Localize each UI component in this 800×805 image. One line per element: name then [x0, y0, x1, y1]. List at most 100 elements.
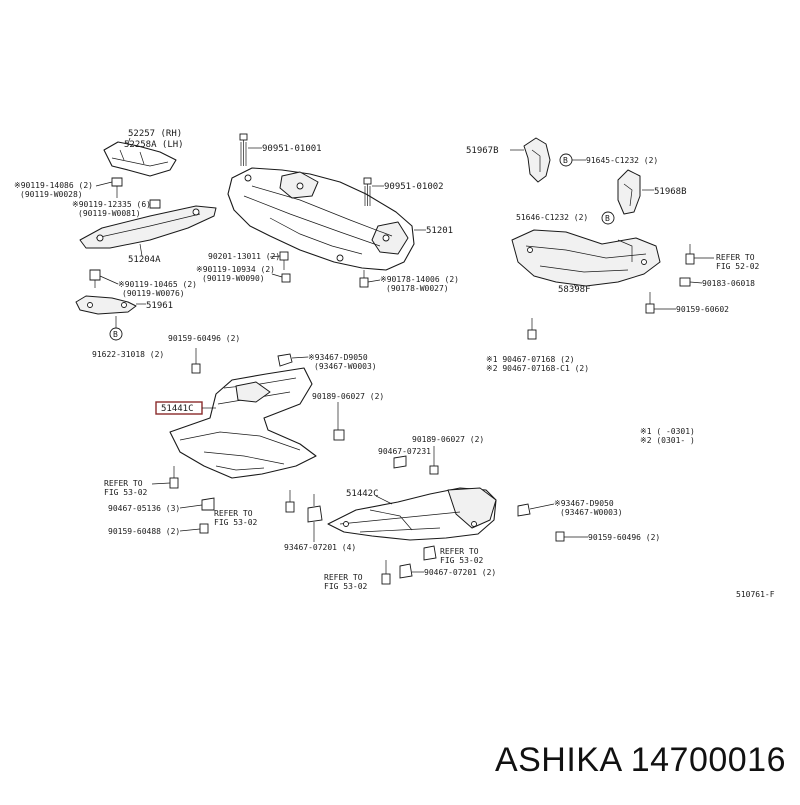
- label-51646: 51646-C1232 (2): [516, 213, 588, 222]
- bolt-star: [527, 318, 537, 340]
- label-90119-b2: (90119-W0081): [78, 209, 141, 218]
- label-90119-c2: (90119-W0090): [202, 274, 265, 283]
- label-90119-a2: (90119-W0028): [20, 190, 83, 199]
- clip-90467-c: [399, 563, 413, 579]
- label-51442c: 51442C: [346, 489, 379, 499]
- bolt-refer-5: [381, 560, 391, 585]
- plate-51961: [75, 295, 137, 315]
- legend-star1: ※1 ( -0301): [640, 427, 695, 436]
- label-91645: 91645-C1232 (2): [586, 156, 658, 165]
- label-90467-a: 90467-07231: [378, 447, 431, 456]
- label-93467-a1: ※93467-D9050: [308, 353, 368, 362]
- label-refer2a: REFER TO: [104, 479, 143, 488]
- label-90159-b: 90159-60496 (2): [168, 334, 240, 343]
- bolt-90189-a: [333, 429, 345, 441]
- label-refer3a: REFER TO: [214, 509, 253, 518]
- label-refer1a: REFER TO: [716, 253, 755, 262]
- label-90183: 90183-06018: [702, 279, 755, 288]
- clip-93467-a: [277, 353, 293, 367]
- bolt-90119-d: [89, 269, 101, 288]
- bolt-90183: [679, 277, 691, 287]
- bolt-90951-b: [363, 177, 372, 206]
- label-star2: ※2 90467-07168-C1 (2): [486, 364, 589, 373]
- bolt-91622: B: [109, 316, 123, 341]
- label-90119-d2: (90119-W0076): [122, 289, 185, 298]
- label-star1: ※1 90467-07168 (2): [486, 355, 575, 364]
- label-90178-a1: ※90178-14006 (2): [380, 275, 459, 284]
- label-refer1b: FIG 52-02: [716, 262, 760, 271]
- bolt-51442c-top: [429, 446, 439, 475]
- bolt-refer-3: [285, 490, 295, 513]
- bracket-51967b: [523, 137, 551, 183]
- label-refer4b: FIG 53-02: [440, 556, 484, 565]
- bolt-90119-c: [281, 273, 291, 283]
- bolt-90159-b: [191, 348, 201, 374]
- bolt-90951-a: [239, 133, 248, 166]
- svg-text:B: B: [605, 214, 610, 223]
- undercover-51442c: [327, 487, 497, 541]
- brace-51204a: [79, 205, 217, 249]
- label-90178-a2: (90178-W0027): [386, 284, 449, 293]
- label-90467-b: 90467-05136 (3): [108, 504, 180, 513]
- label-90119-a1: ※90119-14086 (2): [14, 181, 93, 190]
- figure-number: 510761-F: [736, 590, 775, 599]
- bolt-90159-a: [645, 292, 655, 314]
- svg-text:B: B: [563, 156, 568, 165]
- label-refer4a: REFER TO: [440, 547, 479, 556]
- label-51968b: 51968B: [654, 187, 687, 197]
- bolt-90159-c: [199, 523, 209, 534]
- bolt-90159-d: [555, 531, 565, 542]
- bracket-52257: [103, 141, 177, 177]
- label-refer3b: FIG 53-02: [214, 518, 258, 527]
- label-refer5a: REFER TO: [324, 573, 363, 582]
- cover-58398f: [511, 229, 661, 287]
- bracket-51968b: [617, 169, 641, 215]
- bolt-91645: B: [559, 153, 573, 167]
- label-93467-b2: (93467-W0003): [560, 508, 623, 517]
- label-58398f: 58398F: [558, 285, 591, 295]
- label-90189-b: 90189-06027 (2): [412, 435, 484, 444]
- svg-text:B: B: [113, 330, 118, 339]
- clip-90467-b: [201, 497, 215, 511]
- bolt-90119-a: [111, 177, 123, 198]
- label-90159-c: 90159-60488 (2): [108, 527, 180, 536]
- label-90159-a: 90159-60602: [676, 305, 729, 314]
- undercover-51441c: [169, 367, 317, 479]
- bolt-refer-2: [169, 466, 179, 489]
- label-51967b: 51967B: [466, 146, 499, 156]
- bolt-90178: [359, 270, 369, 288]
- bolt-90119-b: [149, 199, 161, 209]
- label-90159-d: 90159-60496 (2): [588, 533, 660, 542]
- label-refer2b: FIG 53-02: [104, 488, 148, 497]
- label-93467-b1: ※93467-D9050: [554, 499, 614, 508]
- label-90951-a: 90951-01001: [262, 144, 322, 154]
- label-51961: 51961: [146, 301, 173, 311]
- label-52258a: 52258A (LH): [124, 140, 184, 150]
- label-90201: 90201-13011 (2): [208, 252, 280, 261]
- label-90467-c: 90467-07201 (2): [424, 568, 496, 577]
- clip-90467-a: [393, 455, 407, 469]
- clip-93467-c: [307, 494, 323, 523]
- label-90951-b: 90951-01002: [384, 182, 444, 192]
- label-90119-d1: ※90119-10465 (2): [118, 280, 197, 289]
- label-51201: 51201: [426, 226, 453, 236]
- label-refer5b: FIG 53-02: [324, 582, 368, 591]
- bolt-90201: [279, 251, 289, 270]
- clip-93467-b: [517, 503, 531, 517]
- label-93467-a2: (93467-W0003): [314, 362, 377, 371]
- label-90119-c1: ※90119-10934 (2): [196, 265, 275, 274]
- bolt-refer-1: [685, 244, 695, 265]
- label-91622: 91622-31018 (2): [92, 350, 164, 359]
- label-90119-b1: ※90119-12335 (6): [72, 200, 151, 209]
- legend-star2: ※2 (0301- ): [640, 436, 695, 445]
- crossmember-51201: [227, 167, 415, 271]
- clip-refer-4: [423, 545, 437, 561]
- label-93467-c: 93467-07201 (4): [284, 543, 356, 552]
- brand-part-number: ASHIKA 14700016: [494, 741, 786, 779]
- bolt-51646: B: [601, 211, 615, 225]
- label-90189-a: 90189-06027 (2): [312, 392, 384, 401]
- label-51204a: 51204A: [128, 255, 161, 265]
- label-51441c: 51441C: [161, 404, 194, 414]
